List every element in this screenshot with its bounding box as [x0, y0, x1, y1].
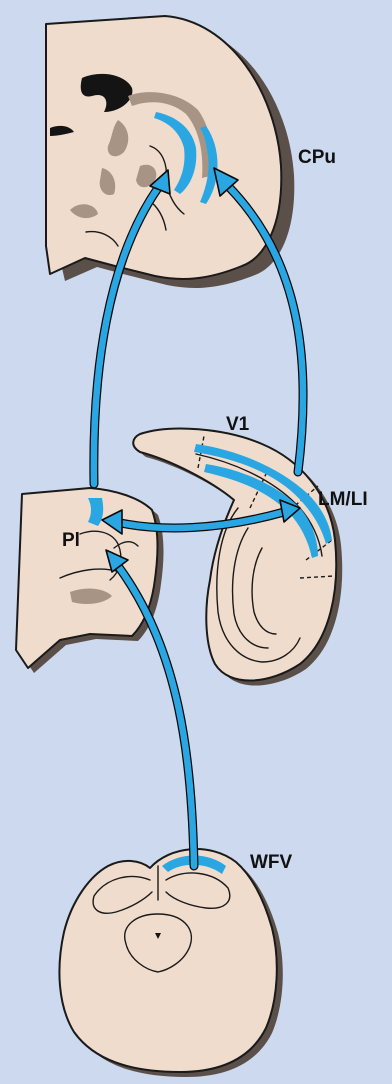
- striatum-section: [46, 16, 294, 288]
- thalamus-section-body: [16, 488, 158, 668]
- label-wfv: WFV: [250, 852, 293, 873]
- midbrain-section: [59, 849, 282, 1077]
- striatum-section-body: [46, 16, 281, 279]
- label-cpu: CPu: [298, 147, 336, 168]
- midbrain-section-body: [59, 849, 276, 1072]
- thalamus-section: [16, 488, 164, 673]
- label-v1: V1: [226, 414, 250, 435]
- label-lm-li: LM/LI: [318, 489, 368, 510]
- label-pl: Pl: [62, 530, 80, 551]
